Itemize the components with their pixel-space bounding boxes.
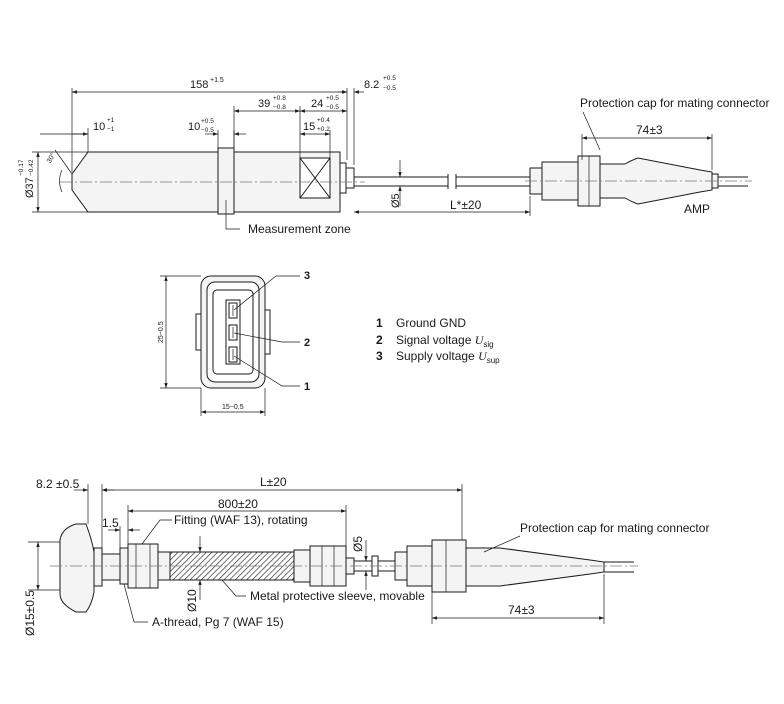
dim-tip-tol-top: +1 xyxy=(107,117,115,124)
dim-diameter: Ø37 xyxy=(24,177,36,198)
dim-height: 25−0.5 xyxy=(158,321,165,343)
label-thread: A-thread, Pg 7 (WAF 15) xyxy=(152,615,284,629)
dim-cap-tol-top: +0.5 xyxy=(383,75,396,82)
dim-cap: 8.2 xyxy=(364,79,379,91)
pin-callout-1: 1 xyxy=(304,381,310,393)
label-sleeve: Metal protective sleeve, movable xyxy=(250,589,425,603)
dim-connector: 74±3 xyxy=(636,123,663,137)
sensor-body xyxy=(60,147,365,215)
dim-tip-tol-bot: −1 xyxy=(107,126,115,133)
dim-connector-bottom: 74±3 xyxy=(508,603,535,617)
legend-num: 1 xyxy=(376,316,383,330)
dim-cable: Ø5 xyxy=(390,193,402,208)
label-measurement-zone: Measurement zone xyxy=(248,222,351,236)
dim-b-tol-bot: −0.5 xyxy=(326,104,339,111)
amp-connector xyxy=(525,155,752,207)
dim-b: 24 xyxy=(311,98,323,110)
dim-cable-bottom: Ø5 xyxy=(351,536,365,552)
dim-sleeve-dia: Ø10 xyxy=(185,589,199,612)
dim-cap-tol-bot: −0.5 xyxy=(383,85,396,92)
pin-callout-3: 3 xyxy=(304,270,310,282)
legend-text: Signal voltage Usig xyxy=(396,333,494,349)
legend-text: Supply voltage Usup xyxy=(396,349,500,365)
top-side-view: 158 +1.5 8.2 +0.5 −0.5 39 +0.8 −0.8 24 +… xyxy=(18,75,769,236)
label-protection-cap-bottom: Protection cap for mating connector xyxy=(520,521,709,535)
legend-item-signal: 2 Signal voltage Usig xyxy=(376,333,494,349)
connector-front-view: 25−0.5 15−0.5 3 2 1 xyxy=(158,270,310,416)
dim-sleeve: 800±20 xyxy=(218,497,258,511)
label-fitting: Fitting (WAF 13), rotating xyxy=(174,513,308,527)
label-amp: AMP xyxy=(684,202,710,216)
dim-a-tol-bot: −0.8 xyxy=(273,104,286,111)
pin-legend: 1 Ground GND 2 Signal voltage Usig 3 Sup… xyxy=(376,316,500,365)
dim-d: 15 xyxy=(303,121,315,133)
dim-b-tol-top: +0.5 xyxy=(326,95,339,102)
dim-a: 39 xyxy=(258,98,270,110)
dim-c-tol-bot: −0.5 xyxy=(201,127,214,134)
dim-step: 1.5 xyxy=(102,516,119,530)
cable xyxy=(354,174,530,189)
bottom-side-view: 8.2 ±0.5 L±20 800±20 1.5 Fitting (WAF 13… xyxy=(23,475,709,636)
dim-length-bottom: L±20 xyxy=(260,475,287,489)
dim-length: L*±20 xyxy=(450,198,482,212)
legend-text: Ground GND xyxy=(396,316,466,330)
dim-width: 15−0.5 xyxy=(222,404,244,411)
dim-a-tol-top: +0.8 xyxy=(273,95,286,102)
bottom-dimensions: 8.2 ±0.5 L±20 800±20 1.5 Fitting (WAF 13… xyxy=(23,475,709,636)
pin-callout-2: 2 xyxy=(304,337,310,349)
dim-cap-bottom: 8.2 ±0.5 xyxy=(36,477,80,491)
legend-item-ground: 1 Ground GND xyxy=(376,316,466,330)
dim-c: 10 xyxy=(188,121,200,133)
dim-total-tol: +1.5 xyxy=(210,77,224,84)
legend-item-supply: 3 Supply voltage Usup xyxy=(376,349,500,365)
dim-tip: 10 xyxy=(93,121,105,133)
dim-angle: 30° xyxy=(45,151,57,164)
label-protection-cap: Protection cap for mating connector xyxy=(580,96,769,110)
top-dimensions: 158 +1.5 8.2 +0.5 −0.5 39 +0.8 −0.8 24 +… xyxy=(18,75,769,236)
dim-diameter-tol-top: −0.17 xyxy=(18,159,25,176)
dim-d-tol-top: +0.4 xyxy=(317,117,330,124)
dim-c-tol-top: +0.5 xyxy=(201,118,214,125)
legend-num: 2 xyxy=(376,333,383,347)
dim-d-tol-bot: +0.2 xyxy=(317,126,330,133)
legend-num: 3 xyxy=(376,349,383,363)
dim-diameter-tol-bot: −0.42 xyxy=(28,159,35,176)
dim-total: 158 xyxy=(190,79,208,91)
dim-flange-dia: Ø15±0.5 xyxy=(23,590,37,636)
flange xyxy=(59,523,123,613)
